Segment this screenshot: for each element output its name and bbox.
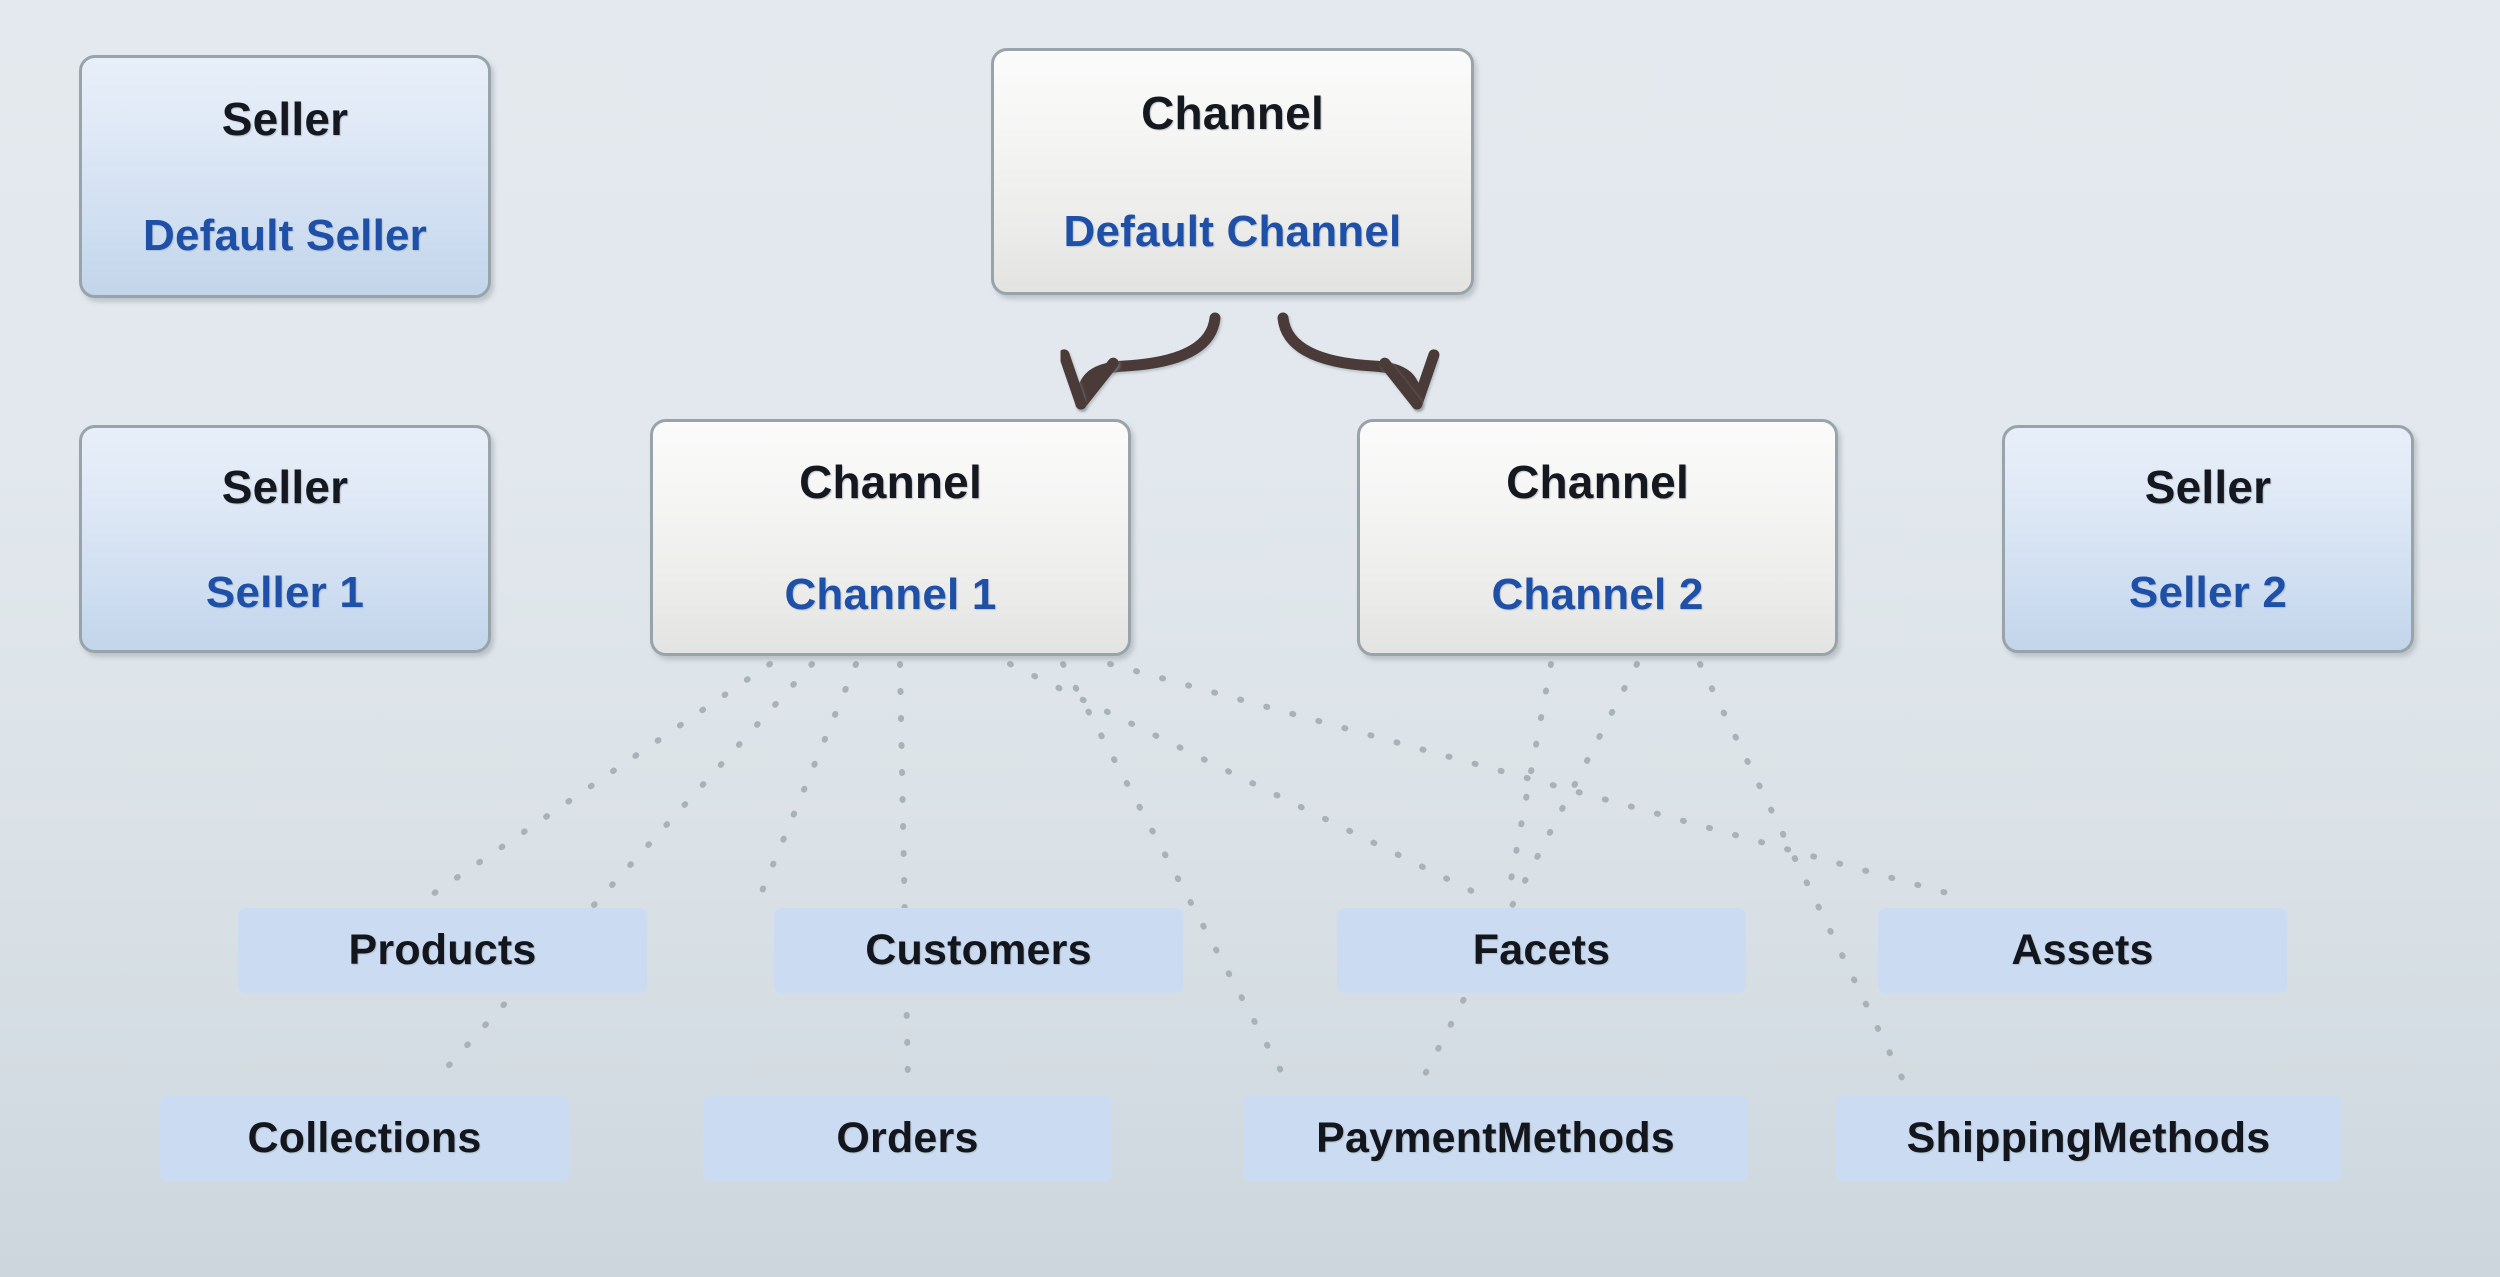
card-name-label: Seller 2 — [2128, 568, 2288, 617]
card-name-label: Seller 1 — [205, 568, 365, 617]
entity-label: Customers — [865, 926, 1092, 974]
card-type-label: Seller — [221, 93, 349, 145]
dotted-link — [1505, 661, 1554, 899]
dotted-link — [757, 661, 859, 899]
arrow-stem — [1075, 312, 1221, 410]
entity-label: ShippingMethods — [1906, 1114, 2271, 1162]
arrow-head — [1379, 357, 1423, 410]
dotted-link — [1697, 661, 1908, 1087]
card-name-label: Default Channel — [1063, 207, 1402, 256]
dotted-link — [1107, 661, 1961, 899]
entity-label: Facets — [1472, 926, 1611, 974]
entity-shippingmethods[interactable]: ShippingMethods — [1836, 1096, 2341, 1181]
card-type-label: Seller — [2144, 461, 2272, 513]
card-name-label: Channel 2 — [1491, 570, 1704, 619]
arrow-stem — [1277, 312, 1423, 410]
entity-paymentmethods[interactable]: PaymentMethods — [1243, 1096, 1748, 1181]
entity-label: PaymentMethods — [1316, 1114, 1675, 1162]
entity-facets[interactable]: Facets — [1337, 908, 1746, 993]
dotted-link — [1417, 661, 1640, 1087]
entity-customers[interactable]: Customers — [774, 908, 1183, 993]
entity-label: Products — [348, 926, 537, 974]
arrow-head — [1411, 349, 1440, 410]
dotted-link — [429, 661, 815, 1087]
entity-collections[interactable]: Collections — [160, 1096, 569, 1181]
entity-label: Assets — [2011, 926, 2154, 974]
card-name-label: Channel 1 — [784, 570, 997, 619]
entity-orders[interactable]: Orders — [703, 1096, 1112, 1181]
arrow-head — [1058, 349, 1087, 410]
card-name-label: Default Seller — [142, 211, 427, 260]
dotted-link — [1060, 661, 1291, 1087]
inheritance-arrows — [1058, 312, 1440, 410]
dotted-links — [427, 661, 1961, 1087]
entity-products[interactable]: Products — [238, 908, 647, 993]
dotted-link — [1007, 661, 1485, 899]
card-type-label: Channel — [799, 456, 982, 508]
dotted-link — [427, 661, 773, 899]
card-type-label: Channel — [1506, 456, 1689, 508]
entity-label: Orders — [836, 1114, 979, 1162]
entity-assets[interactable]: Assets — [1878, 908, 2287, 993]
entity-label: Collections — [247, 1114, 482, 1162]
card-type-label: Seller — [221, 461, 349, 513]
card-type-label: Channel — [1141, 87, 1324, 139]
arrow-head — [1075, 357, 1119, 410]
dotted-link — [897, 661, 911, 1087]
